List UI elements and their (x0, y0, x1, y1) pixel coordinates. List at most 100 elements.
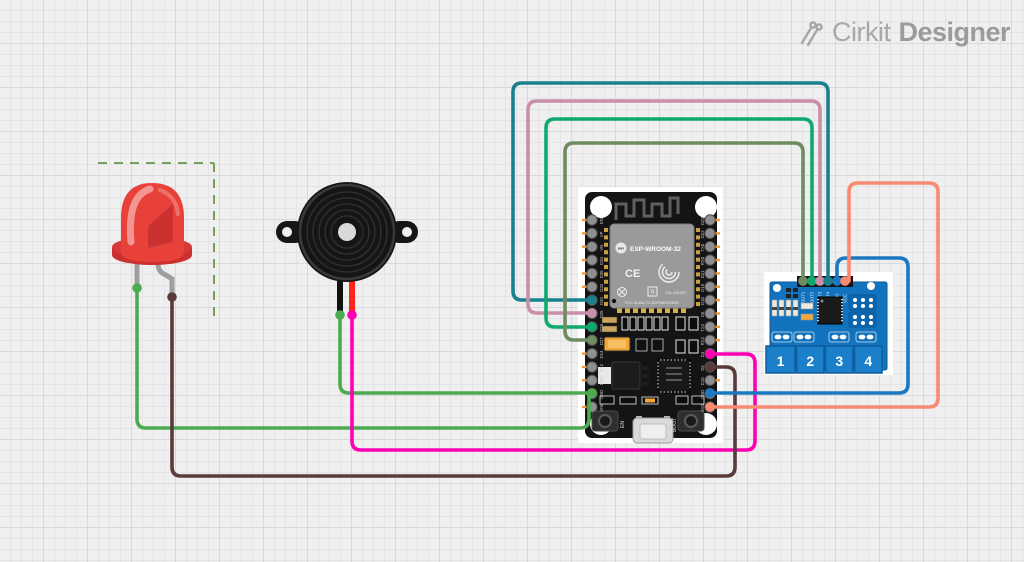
wire-connection-dot (823, 276, 833, 286)
touch-pad-number: 1 (777, 353, 785, 369)
pin-label: 3V3 (700, 404, 705, 412)
esp32-pin-d35[interactable] (586, 267, 598, 280)
pin-label: D34 (599, 257, 604, 265)
pin-label: D33 (599, 297, 604, 305)
pin-label: D13 (599, 377, 604, 385)
brand-name-bold: Designer (898, 17, 1010, 47)
wire-olive-d27-out1[interactable] (563, 141, 805, 342)
esp32-pin-d34[interactable] (586, 254, 598, 266)
esp32-pin-d21-r[interactable] (704, 267, 716, 280)
boot-label: BOOT (672, 418, 678, 432)
touch-pad-3[interactable] (824, 345, 854, 374)
esp32-pin-d14[interactable] (586, 347, 598, 360)
buzzer-component[interactable] (276, 182, 418, 314)
touch-pad-number: 2 (806, 353, 814, 369)
esp32-pin-d15-r[interactable] (704, 374, 716, 386)
touch-pad-2[interactable] (795, 345, 825, 374)
touch-pad-number: 4 (864, 353, 872, 369)
antenna-spiral-icon (658, 261, 680, 283)
wire-salmon-3v3-vcc[interactable] (708, 181, 940, 409)
fcc-line: FCC ID:2AC7Z-ESPWROOM32 (625, 301, 679, 305)
esp32-pin-tx2-r[interactable] (704, 321, 716, 333)
pin-label: D19 (700, 283, 705, 291)
pin-label: D21 (700, 270, 705, 278)
pin-label: D27 (599, 337, 604, 345)
esp32-pin-vn[interactable] (586, 241, 598, 253)
wire-connection-dot (587, 388, 597, 398)
r-mark: R (650, 290, 655, 296)
ce-mark: CE (625, 268, 640, 280)
wifi-badge: WiFi (618, 247, 624, 251)
pin-label: RX2 (700, 336, 705, 345)
led-component[interactable] (112, 183, 192, 298)
reg-id: 211-181007 (665, 290, 687, 295)
wire-connection-dot (347, 310, 357, 320)
pin-label: D35 (599, 270, 604, 278)
esp32-pin-d32[interactable] (586, 281, 598, 293)
wire-magenta-buzzer-d4[interactable] (350, 313, 757, 452)
esp32-pin-d22-r[interactable] (704, 227, 716, 240)
en-button[interactable] (591, 410, 619, 432)
esp32-pin-en[interactable] (586, 214, 598, 226)
pin-label: TX0 (700, 243, 705, 251)
pin-label: GND (599, 390, 604, 400)
pin-label: D15 (700, 377, 705, 385)
wire-green-led-gnd[interactable] (135, 286, 591, 430)
esp32-pin-vp[interactable] (586, 227, 598, 240)
esp32-pin-d13[interactable] (586, 374, 598, 386)
pin-label: D12 (599, 363, 604, 371)
wire-green-buzzer-gnd[interactable] (338, 313, 594, 395)
wire-connection-dot (132, 283, 142, 293)
esp32-pin-d19-r[interactable] (704, 281, 716, 293)
touch-pad-4[interactable] (853, 345, 883, 374)
touch-sensor-component[interactable]: OUT1OUT2OUT3OUT4GNDVCC (764, 272, 893, 375)
pin-label: VP (599, 231, 604, 237)
touch-smd-parts (771, 288, 877, 343)
wire-brown-led-d2[interactable] (170, 295, 737, 478)
wire-connection-dot (705, 402, 715, 412)
pin-label: VN (599, 245, 604, 251)
brand-name-regular: Cirkit (831, 17, 891, 47)
wire-connection-dot (587, 322, 597, 332)
cirkit-logo-icon (800, 20, 823, 46)
wire-teal-d33-out4[interactable] (511, 81, 830, 302)
pin-label: D18 (700, 297, 705, 305)
shield-title: ESP-WROOM-32 (630, 246, 681, 253)
weee-icon (617, 287, 627, 297)
esp32-pin-tx0-r[interactable] (704, 241, 716, 253)
micro-usb-port (632, 416, 674, 444)
pin-label: VIN (599, 404, 604, 411)
wire-green-d26-out2[interactable] (544, 117, 814, 329)
esp-shield (609, 223, 695, 309)
wire-connection-dot (587, 335, 597, 345)
pin-label: D4 (700, 351, 705, 357)
pin-label: D22 (700, 230, 705, 238)
antenna-trace (614, 196, 680, 220)
wire-connection-dot (840, 276, 850, 286)
pin-label: D32 (599, 283, 604, 291)
wire-pink-d25-out3[interactable] (526, 99, 822, 315)
pin-label: D2 (700, 365, 705, 371)
pin-label: TX2 (700, 323, 705, 331)
esp32-pin-d18-r[interactable] (704, 294, 716, 306)
pin-label: D5 (700, 311, 705, 317)
wire-connection-dot (705, 349, 715, 359)
wire-blue-gnd-gnd[interactable] (708, 256, 910, 395)
pin-label: D23 (700, 216, 705, 224)
touch-pin-label: VCC (843, 294, 848, 303)
esp32-pin-d12[interactable] (586, 361, 598, 373)
esp32-pin-d5-r[interactable] (704, 307, 716, 320)
esp32-devkit-component[interactable]: WiFi ESP-WROOM-32 CE R 211-181007 FCC ID… (578, 187, 723, 444)
esp32-pin-rx0-r[interactable] (704, 254, 716, 266)
boot-button[interactable] (677, 410, 705, 432)
wire-connection-dot (815, 276, 825, 286)
touch-pad-1[interactable] (765, 345, 796, 374)
wire-connection-dot (587, 295, 597, 305)
esp32-pin-rx2-r[interactable] (704, 334, 716, 346)
pin-label: EN (599, 218, 604, 224)
smd-parts (598, 316, 705, 405)
esp32-pin-d23-r[interactable] (704, 214, 716, 226)
